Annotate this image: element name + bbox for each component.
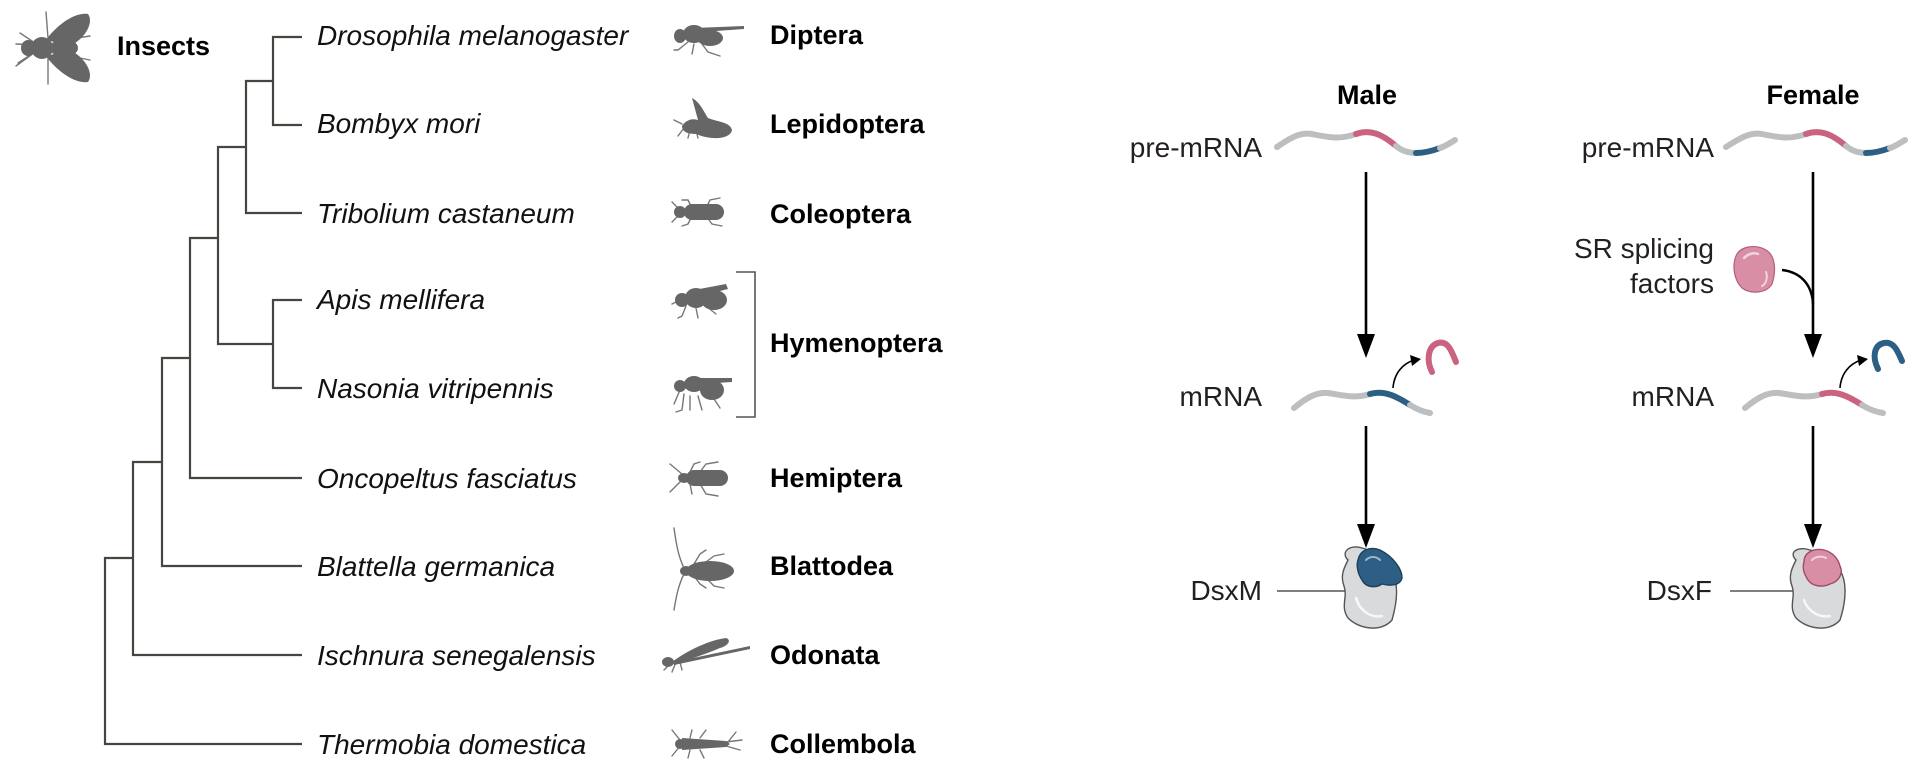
dsxm-protein — [1341, 546, 1403, 629]
species-label: Apis mellifera — [315, 284, 485, 315]
order-label: Hymenoptera — [770, 328, 944, 358]
order-label: Odonata — [770, 640, 880, 670]
dsxf-label: DsxF — [1647, 575, 1712, 606]
female-header: Female — [1766, 80, 1859, 110]
sr-factor-curve-arrow — [1781, 268, 1815, 305]
fly-icon — [15, 11, 91, 85]
order-label: Diptera — [770, 20, 864, 50]
female-panel: Female pre-mRNA SR splicing factors mRNA — [1574, 80, 1908, 629]
branch-plus-ischnura — [131, 460, 302, 657]
sr-factors-label-line1: SR splicing — [1574, 233, 1714, 264]
bee-icon — [671, 284, 728, 319]
order-label: Lepidoptera — [770, 109, 925, 139]
female-excision-arrow — [1839, 355, 1868, 389]
species-labels: Drosophila melanogaster Bombyx mori Trib… — [315, 20, 630, 760]
female-arrow-2 — [1804, 426, 1822, 548]
hymenoptera-bracket — [736, 271, 756, 418]
male-arrow-1 — [1357, 172, 1375, 358]
female-pre-mrna — [1723, 129, 1908, 156]
female-mrna — [1742, 389, 1886, 416]
sr-factors-label-line2: factors — [1630, 268, 1714, 299]
phylogenetic-tree — [103, 35, 302, 746]
species-label: Tribolium castaneum — [317, 198, 575, 229]
mrna-label: mRNA — [1632, 381, 1715, 412]
beetle-icon — [671, 197, 724, 227]
pre-mrna-label: pre-mRNA — [1130, 132, 1263, 163]
excised-exon-blue — [1871, 339, 1905, 372]
order-label: Coleoptera — [770, 199, 912, 229]
male-arrow-2 — [1357, 426, 1375, 548]
male-panel: Male pre-mRNA mRNA — [1130, 80, 1459, 629]
species-label: Ischnura senegalensis — [317, 640, 596, 671]
male-pre-mrna — [1274, 129, 1458, 156]
species-label: Oncopeltus fasciatus — [317, 463, 577, 494]
order-label: Blattodea — [770, 551, 894, 581]
insects-header: Insects — [15, 11, 210, 85]
order-label: Hemiptera — [770, 463, 903, 493]
species-label: Thermobia domestica — [317, 729, 586, 760]
species-label: Bombyx mori — [317, 108, 481, 139]
moth-icon — [673, 98, 732, 139]
species-label: Drosophila melanogaster — [317, 20, 630, 51]
pre-mrna-label: pre-mRNA — [1582, 132, 1715, 163]
fly-icon — [673, 25, 744, 57]
branch-plus-oncopeltus — [188, 236, 302, 480]
cockroach-icon — [673, 527, 734, 611]
male-header: Male — [1337, 80, 1397, 110]
species-label: Blattella germanica — [317, 551, 555, 582]
wasp-icon — [673, 376, 732, 413]
branch-drosophila-bombyx — [271, 35, 302, 127]
branch-root-thermobia — [103, 556, 302, 746]
mrna-label: mRNA — [1180, 381, 1263, 412]
firebrat-icon — [671, 729, 743, 759]
sr-splicing-factor-blob — [1733, 246, 1776, 293]
bug-icon — [669, 461, 728, 497]
branch-apis-nasonia — [271, 298, 302, 390]
order-labels: Diptera Lepidoptera Coleoptera Hymenopte… — [770, 20, 944, 759]
species-label: Nasonia vitripennis — [317, 373, 554, 404]
damselfly-icon — [662, 638, 750, 673]
insects-title: Insects — [117, 31, 210, 61]
insect-silhouettes — [662, 25, 750, 759]
dsxm-label: DsxM — [1190, 575, 1262, 606]
female-arrow-1 — [1804, 172, 1822, 358]
branch-plus-blattella — [160, 356, 302, 568]
male-excision-arrow — [1392, 355, 1421, 389]
order-label: Collembola — [770, 729, 917, 759]
branch-holometabola — [216, 145, 273, 346]
male-mrna — [1291, 389, 1433, 416]
excised-exon-pink — [1425, 339, 1459, 375]
dsxf-protein — [1789, 548, 1846, 629]
